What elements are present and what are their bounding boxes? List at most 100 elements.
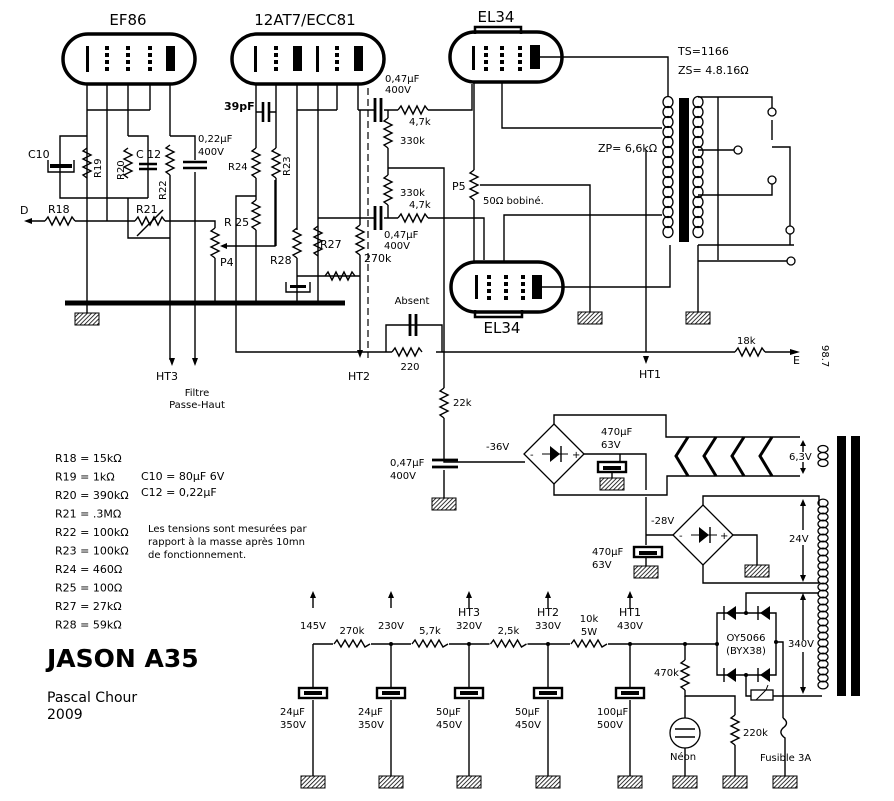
arrow-up-icon (310, 591, 316, 598)
supply-resistor-label: 10k (580, 614, 599, 625)
output-terminal[interactable] (786, 256, 796, 266)
ground-icon (456, 775, 482, 789)
heater-filaments (674, 436, 774, 477)
supply-node: HT2 330V 50µF 450V (515, 591, 564, 789)
ht-supply-chain: 145V24µF350V230V24µF350VHT3320V50µF450VH… (280, 591, 717, 789)
page-ref-label: 98.7 (819, 345, 830, 367)
v63-label: 6,3V (789, 452, 812, 463)
c047a-voltage: 400V (385, 85, 411, 96)
c047c-voltage: 400V (390, 471, 416, 482)
supply-resistor-power: 5W (581, 627, 597, 638)
zs-label: ZS= 4.8.16Ω (678, 64, 749, 77)
arrow-up-icon (545, 591, 551, 598)
c470a-label: 470µF (601, 427, 632, 438)
bridge-rectifier-1: -+ (523, 423, 585, 485)
r330b-resistor (383, 174, 393, 206)
r470k-label: 470k (654, 668, 679, 679)
note-line: Les tensions sont mesurées par (148, 523, 307, 535)
c047a-label: 0,47µF (385, 74, 420, 85)
c470b-label: 470µF (592, 547, 623, 558)
supply-node-name: HT3 (458, 606, 480, 619)
filter-cap-value: 50µF (515, 707, 540, 718)
r22k-label: 22k (453, 398, 472, 409)
c10-label: C10 (28, 148, 50, 161)
tube-el34-bottom: EL34 (449, 260, 565, 337)
tube-el34-top-label: EL34 (478, 8, 515, 26)
r19-label: R19 (93, 158, 104, 178)
v36-label: -36V (486, 442, 509, 453)
filter-cap-voltage: 450V (515, 720, 541, 731)
filter-cap-value: 24µF (280, 707, 305, 718)
c470b-voltage: 63V (592, 560, 612, 571)
parts-list-item: R22 = 100kΩ (55, 526, 129, 539)
c12-label: C 12 (136, 148, 161, 161)
p5-label: P5 (452, 180, 466, 193)
supply-node-name: HT1 (619, 606, 641, 619)
supply-resistor-label: 270k (340, 626, 365, 637)
r22-label: R22 (158, 180, 169, 200)
filter-cap-value: 100µF (597, 707, 628, 718)
supply-node-name: HT2 (537, 606, 559, 619)
bridge-rectifier-2: -+ (672, 504, 734, 566)
thermistor (750, 689, 774, 701)
filtre-label: Filtre (185, 388, 210, 399)
r47a-label: 4,7k (409, 117, 431, 128)
ground-icon (744, 564, 770, 578)
c022-label: 0,22µF (198, 134, 233, 145)
filter-cap-voltage: 450V (436, 720, 462, 731)
v340-label: 340V (788, 639, 814, 650)
hv-bridge-rectifier: OY5066 (BYX38) (715, 606, 778, 682)
supply-resistor-label: 5,7k (419, 626, 441, 637)
ground-icon (378, 775, 404, 789)
supply-resistor: 10k (570, 614, 608, 649)
tube-ef86-label: EF86 (109, 11, 146, 29)
tube-el34-top: EL34 (448, 8, 564, 84)
r25-resistor (251, 199, 261, 231)
supply-node-voltage: 430V (617, 621, 643, 632)
passe-haut-label: Passe-Haut (169, 400, 225, 411)
output-terminal[interactable] (785, 225, 795, 235)
filter-cap-voltage: 500V (597, 720, 623, 731)
supply-resistor: 270k (333, 626, 371, 649)
output-terminal[interactable] (767, 175, 777, 185)
r22-resistor (165, 144, 175, 176)
tube-el34-bottom-label: EL34 (484, 319, 521, 337)
tube-ecc81-label: 12AT7/ECC81 (254, 11, 355, 29)
parts-list-item: R27 = 27kΩ (55, 600, 122, 613)
svg-text:-: - (679, 531, 683, 542)
input-d-label: D (20, 204, 28, 217)
bridge-part-label: OY5066 (727, 633, 766, 644)
ground-icon (535, 775, 561, 789)
author-label: Pascal Chour (47, 690, 137, 706)
supply-node-voltage: 330V (535, 621, 561, 632)
c047c-label: 0,47µF (390, 458, 425, 469)
note-line: de fonctionnement. (148, 550, 246, 561)
r18k-resistor (734, 347, 766, 357)
ht1-label-top: HT1 (639, 368, 661, 381)
year-label: 2009 (47, 707, 83, 723)
r330a-resistor (383, 117, 393, 149)
parts-list-item: R19 = 1kΩ (55, 471, 115, 484)
supply-node-voltage: 230V (378, 621, 404, 632)
svg-text:+: + (720, 531, 728, 542)
capacitor-list-item: C12 = 0,22µF (141, 486, 217, 499)
arrow-up-icon (627, 591, 633, 598)
ground-icon (431, 497, 457, 511)
output-terminal[interactable] (767, 107, 777, 117)
r220k-resistor (730, 714, 740, 746)
p4-potentiometer (210, 227, 220, 259)
r470k-resistor (680, 659, 690, 691)
filter-cap-value: 50µF (436, 707, 461, 718)
bridge-alt-label: (BYX38) (726, 646, 766, 657)
parts-list-item: R24 = 460Ω (55, 563, 122, 576)
c39pf-label: 39pF (224, 100, 255, 113)
output-e-label: E (793, 354, 800, 367)
r18-label: R18 (48, 203, 70, 216)
c022-voltage: 400V (198, 147, 224, 158)
r18-resistor (44, 216, 76, 226)
output-terminal[interactable] (733, 145, 743, 155)
ht3-label-top: HT3 (156, 370, 178, 383)
